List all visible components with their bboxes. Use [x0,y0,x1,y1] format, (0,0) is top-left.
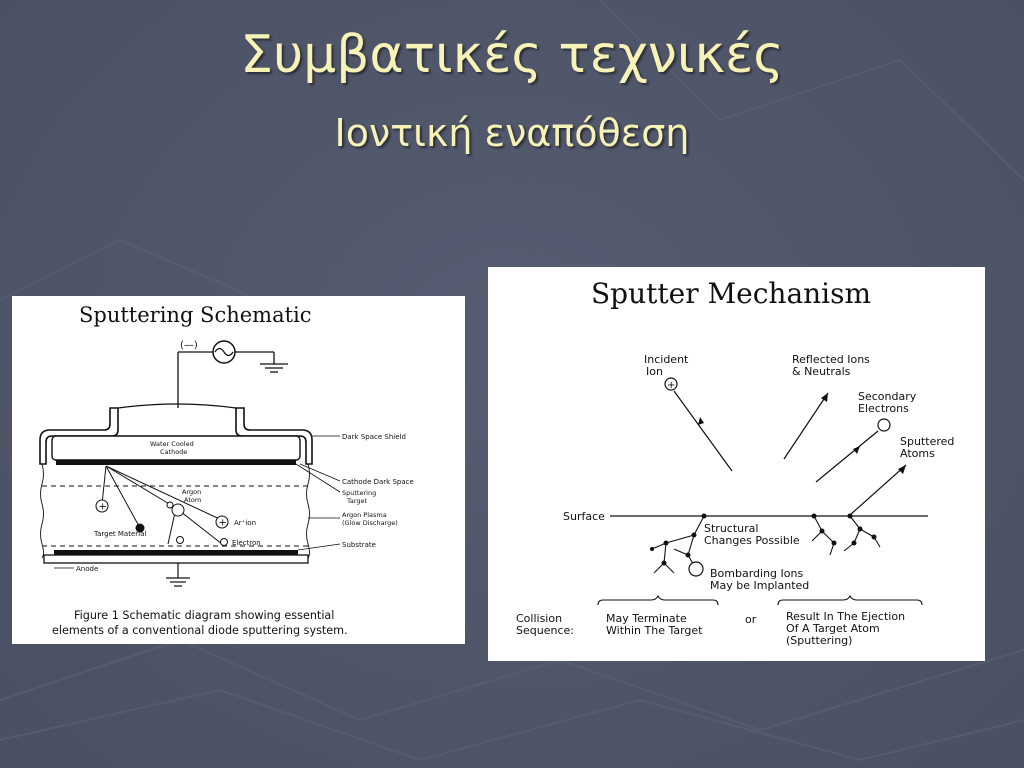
target-label: Target [346,497,368,505]
target-material-label: Target Material [93,530,146,538]
figure-caption-line1: Figure 1 Schematic diagram showing essen… [74,609,334,622]
argon-plasma-label: Argon Plasma [342,511,387,519]
may-terminate-label: May Terminate [606,612,687,625]
implanted-label: May be Implanted [710,579,809,592]
sputtering-schematic-figure: Sputtering Schematic (—) Water Cooled Ca… [12,296,465,644]
sputtering-paren-label: (Sputtering) [786,634,852,647]
cathode-dark-space-label: Cathode Dark Space [342,478,414,486]
svg-text:+: + [219,518,227,529]
incident-label: Incident [644,353,689,366]
target-material-atom [135,523,145,533]
argon-label: Argon [182,488,201,496]
glow-discharge-label: (Glow Discharge) [342,519,398,527]
ground-symbol-icon [260,352,288,373]
water-cooled-label: Water Cooled [150,440,194,448]
sputter-mechanism-diagram: Sputter Mechanism Incident Ion + Reflect… [516,277,954,647]
anode-label: Anode [76,565,98,573]
anode-plate [43,554,309,564]
surface-label: Surface [563,510,605,523]
sputtering-target-plate [56,460,296,465]
argon-ion-icon: + [215,515,229,529]
electrons-label: Electrons [858,402,909,415]
atoms-label: Atoms [900,447,935,460]
sputtered-label: Sputtered [900,435,954,448]
ac-source-icon [212,340,236,364]
reflected-ions-label: Reflected Ions [792,353,870,366]
secondary-label: Secondary [858,390,917,403]
sequence-label: Sequence: [516,624,574,637]
svg-text:+: + [667,380,675,391]
implanted-ion-icon [688,561,704,577]
sputter-mechanism-figure: Sputter Mechanism Incident Ion + Reflect… [488,267,985,661]
ejection-brace [777,594,923,606]
within-target-label: Within The Target [606,624,703,637]
secondary-electron-icon [877,418,891,432]
bombarding-ions-label: Bombarding Ions [710,567,803,580]
sputtering-label: Sputtering [342,489,376,497]
svg-text:+: + [99,502,107,513]
or-label: or [745,613,757,626]
anode-ground-icon [166,577,190,587]
electron-dot [176,536,184,544]
dark-space-shield-label: Dark Space Shield [342,433,406,441]
cathode-label: Cathode [160,448,187,456]
slide-subtitle: Ιοντική εναπόθεση [334,111,690,155]
power-polarity-label: (—) [180,340,198,351]
structural-label: Structural [704,522,758,535]
figure-caption-line2: elements of a conventional diode sputter… [52,624,348,637]
positive-ion-icon: + [95,499,109,513]
slide-title: Συμβατικές τεχνικές [240,25,784,85]
mechanism-heading: Sputter Mechanism [591,277,871,310]
ar-ion-label: Ar⁺ion [234,519,256,527]
schematic-heading: Sputtering Schematic [79,303,312,327]
collision-label: Collision [516,612,562,625]
target-atom-label: Of A Target Atom [786,622,880,635]
incident-ion-icon: + [664,377,678,391]
atom-label: Atom [184,496,201,504]
collision-cascade-right [811,515,881,556]
electron-label: Electron [232,539,261,547]
argon-atom [171,503,185,517]
neutrals-label: & Neutrals [792,365,851,378]
ion-label: Ion [646,365,663,378]
ejection-label: Result In The Ejection [786,610,905,623]
sputtering-schematic-diagram: Sputtering Schematic (—) Water Cooled Ca… [39,303,414,637]
changes-possible-label: Changes Possible [704,534,800,547]
substrate-label: Substrate [342,541,376,549]
substrate-bar [54,550,298,555]
terminate-brace [597,594,719,606]
